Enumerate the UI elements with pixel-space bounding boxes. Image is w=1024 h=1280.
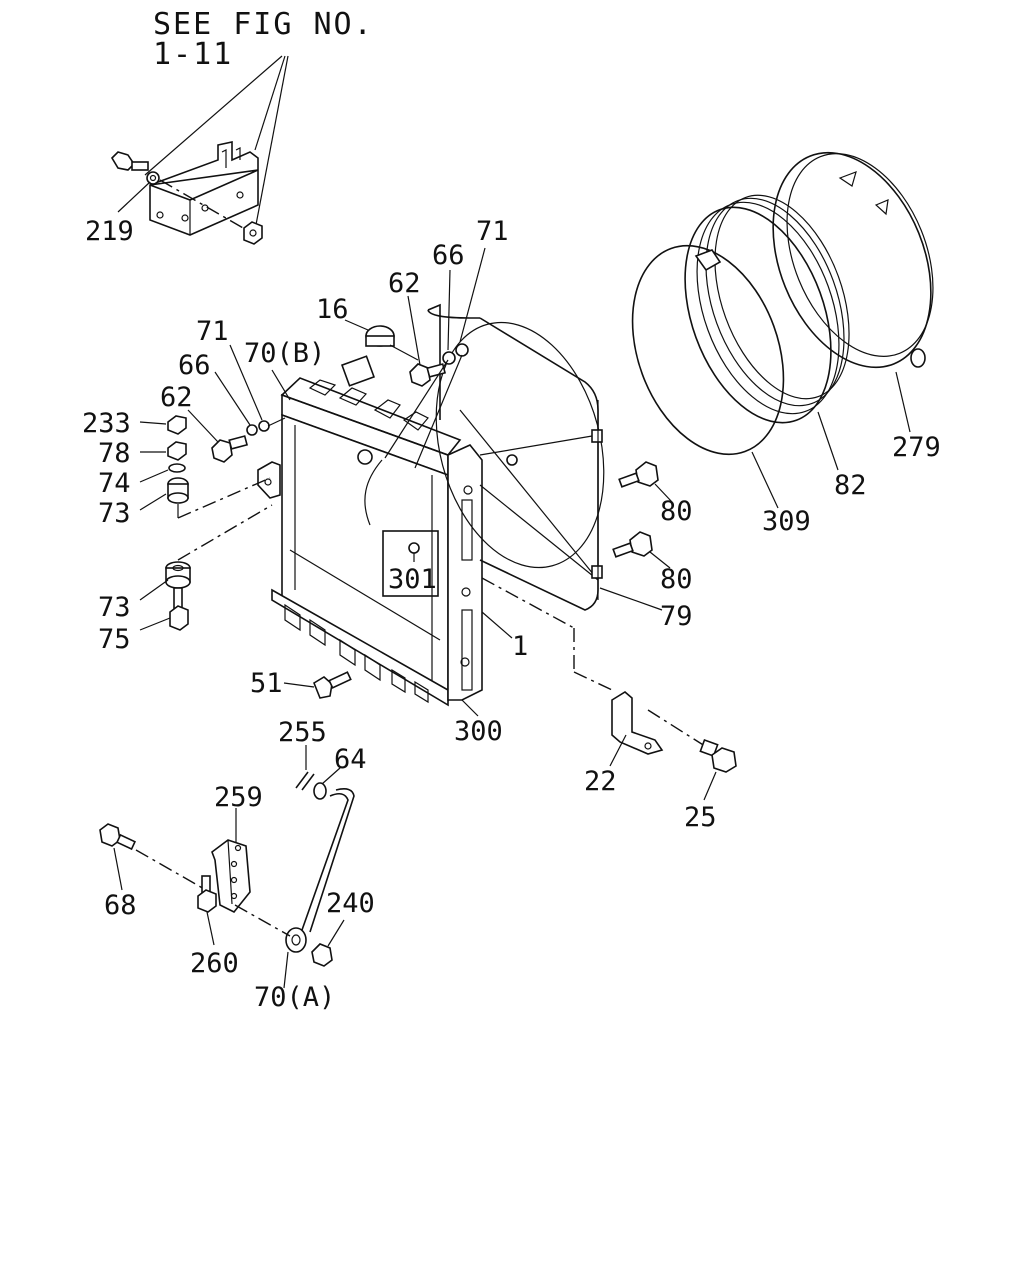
callout-233: 233 [82,408,131,439]
radiator [257,355,483,707]
washer-64 [313,782,327,800]
callout-70A: 70(A) [254,982,335,1013]
callout-279: 279 [892,432,941,463]
callout-301: 301 [388,564,437,595]
nut-240 [311,943,333,967]
callout-259: 259 [214,782,263,813]
washer-71-left [258,420,270,432]
callout-66-left: 66 [178,350,211,381]
nut-219 [243,221,263,245]
clip-255 [295,771,315,791]
callout-71-left: 71 [196,316,229,347]
callout-300: 300 [454,716,503,747]
bolt-80-lower [612,531,653,558]
washer-71-top [455,343,469,357]
bolt-25 [699,738,737,773]
callout-73-lower: 73 [98,592,131,623]
ring-279 [772,151,934,369]
callout-260: 260 [190,948,239,979]
bolt-68 [99,823,137,851]
mount-73-upper [167,477,189,504]
callout-66-top: 66 [432,240,465,271]
nut-233 [167,415,187,435]
see-fig-number: 1-11 [153,37,233,72]
sensor-301 [408,542,420,562]
callout-22: 22 [584,766,617,797]
callout-82: 82 [834,470,867,501]
ring-309 [631,244,785,456]
washer-66-left [246,424,258,436]
callout-71-top: 71 [476,216,509,247]
callout-73-upper: 73 [98,498,131,529]
washer-66-top [442,351,456,365]
callout-64: 64 [334,744,367,775]
callout-16: 16 [316,294,349,325]
fan-shroud [427,303,605,611]
callout-301-box [382,530,439,597]
callout-80-lower: 80 [660,564,693,595]
callout-240: 240 [326,888,375,919]
callout-255: 255 [278,717,327,748]
upper-bracket [149,141,259,236]
radiator-cap-16 [365,325,395,347]
callout-1: 1 [512,631,528,662]
stay-rod-70A [285,788,355,953]
bracket-22 [611,691,664,755]
callout-80-upper: 80 [660,496,693,527]
callout-70B: 70(B) [244,338,325,369]
callout-62-top: 62 [388,268,421,299]
callout-78: 78 [98,438,131,469]
drain-cock-51 [313,671,352,699]
bolt-75 [169,587,189,631]
callout-25: 25 [684,802,717,833]
callout-75: 75 [98,624,131,655]
bolt-219 [110,151,160,185]
bolt-62-top [409,363,447,387]
bolt-80-upper [618,461,659,488]
washer-74 [168,463,186,473]
nut-78 [167,441,187,461]
callout-51: 51 [250,668,283,699]
bolt-62-left [211,435,249,463]
shroud-ring-82 [684,194,850,424]
callout-68: 68 [104,890,137,921]
callout-62-left: 62 [160,382,193,413]
see-fig-leader-lines [144,55,289,231]
callout-219: 219 [85,216,134,247]
callout-79: 79 [660,601,693,632]
callout-309: 309 [762,506,811,537]
bracket-259 [211,839,251,914]
bolt-260 [197,875,217,913]
see-fig-text: SEE FIG NO. [153,7,374,42]
mount-73-lower [165,561,191,589]
callout-74: 74 [98,468,131,499]
